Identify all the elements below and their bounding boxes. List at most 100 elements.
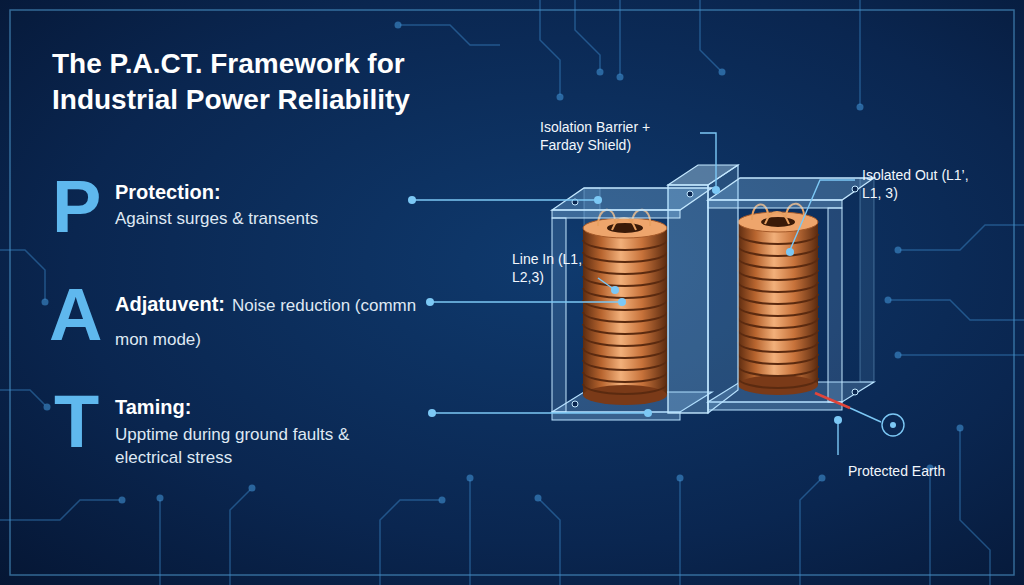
diagram-title: The P.A.CT. Framework for Industrial Pow… bbox=[52, 46, 522, 119]
framework-letter: P bbox=[52, 170, 101, 244]
earth-symbol bbox=[882, 414, 904, 436]
trace-dot bbox=[44, 404, 51, 411]
item-text-group: Adjatuvent:Noise reduction (commn mon mo… bbox=[115, 289, 435, 357]
trace-dot bbox=[557, 94, 564, 101]
coil-windings bbox=[738, 234, 818, 388]
leader-line bbox=[790, 180, 855, 250]
trace-dot bbox=[597, 69, 604, 76]
top-plate bbox=[708, 178, 874, 200]
coil-top bbox=[738, 212, 818, 232]
top-plate bbox=[552, 188, 712, 210]
trace bbox=[469, 480, 471, 585]
leader-dot bbox=[712, 186, 720, 194]
trace bbox=[890, 300, 1024, 320]
trace bbox=[800, 480, 820, 585]
leader-dot bbox=[408, 196, 416, 204]
part-label: Protected Earth bbox=[848, 462, 945, 480]
framework-letter: T bbox=[54, 385, 99, 459]
trace-dot bbox=[42, 299, 49, 306]
leader-dot bbox=[786, 248, 794, 256]
back-panel bbox=[860, 178, 874, 382]
barrier-top bbox=[668, 165, 738, 185]
base-plate-edge bbox=[708, 402, 842, 410]
trace bbox=[679, 480, 681, 585]
trace bbox=[540, 500, 560, 585]
trace bbox=[400, 25, 500, 45]
trace-dot bbox=[119, 497, 126, 504]
leader-dot bbox=[594, 196, 602, 204]
trace-dots bbox=[42, 22, 964, 504]
isolation-barrier bbox=[668, 185, 708, 413]
trace bbox=[540, 0, 560, 95]
trace-dot bbox=[395, 22, 402, 29]
leader-dots bbox=[408, 186, 896, 428]
earth-dot bbox=[890, 422, 896, 428]
leader-line bbox=[432, 412, 648, 413]
leader-lines bbox=[412, 133, 904, 455]
leader-dot bbox=[611, 286, 619, 294]
item-description: Upptime during ground faults & electrica… bbox=[115, 424, 405, 470]
side-panel bbox=[828, 208, 842, 402]
trace-dot bbox=[819, 475, 826, 482]
part-label: Isolation Barrier + Farday Shield) bbox=[540, 118, 690, 154]
frame-border bbox=[10, 10, 1014, 575]
part-label: Isolated Out (L1’, L1, 3) bbox=[862, 166, 972, 202]
trace bbox=[0, 250, 45, 300]
leader-dot bbox=[644, 409, 652, 417]
trace bbox=[575, 0, 600, 70]
leader-dot bbox=[428, 409, 436, 417]
trace-dot bbox=[439, 497, 446, 504]
earth-conductor bbox=[815, 393, 850, 408]
item-description: Against surges & transents bbox=[115, 208, 405, 231]
trace bbox=[619, 0, 621, 75]
trace bbox=[859, 0, 861, 105]
framework-letter: A bbox=[49, 278, 102, 352]
mounting-hole bbox=[852, 389, 858, 395]
mounting-hole bbox=[687, 191, 693, 197]
leader-dot bbox=[834, 416, 842, 424]
leader-line bbox=[412, 199, 598, 200]
mounting-holes bbox=[572, 186, 858, 407]
trace bbox=[929, 470, 931, 585]
trace bbox=[380, 500, 440, 585]
trace bbox=[900, 354, 1024, 356]
mounting-hole bbox=[852, 186, 858, 192]
mounting-hole bbox=[572, 401, 578, 407]
trace bbox=[960, 430, 990, 585]
trace-dot bbox=[535, 495, 542, 502]
trace-dot bbox=[857, 104, 864, 111]
item-heading: Protection: bbox=[115, 180, 221, 205]
leader-line bbox=[430, 301, 622, 302]
trace-dot bbox=[895, 352, 902, 359]
part-label: Line In (L1, L2,3) bbox=[512, 250, 594, 286]
item-heading: Taming: bbox=[115, 395, 191, 420]
transformer bbox=[552, 165, 874, 420]
trace-dot bbox=[719, 69, 726, 76]
trace bbox=[900, 225, 1024, 250]
trace bbox=[159, 500, 161, 585]
trace-dot bbox=[885, 297, 892, 304]
trace-dot bbox=[895, 247, 902, 254]
trace-dot bbox=[617, 74, 624, 81]
trace-dot bbox=[677, 475, 684, 482]
top-plate-edge bbox=[552, 210, 680, 218]
leader-line bbox=[700, 133, 716, 188]
trace bbox=[700, 0, 720, 70]
side-panel bbox=[552, 218, 566, 412]
leader-dot bbox=[426, 298, 434, 306]
leader-line bbox=[837, 420, 838, 455]
leader-dot bbox=[618, 298, 626, 306]
earth-wire bbox=[850, 408, 881, 422]
trace-dot bbox=[467, 475, 474, 482]
trace-dot bbox=[157, 495, 164, 502]
top-plate-edge bbox=[708, 200, 842, 208]
trace bbox=[230, 490, 250, 585]
item-heading: Adjatuvent: bbox=[115, 293, 225, 315]
coil-body bbox=[583, 228, 667, 395]
trace-dot bbox=[249, 485, 256, 492]
coil-windings bbox=[583, 240, 667, 394]
trace bbox=[0, 390, 45, 405]
